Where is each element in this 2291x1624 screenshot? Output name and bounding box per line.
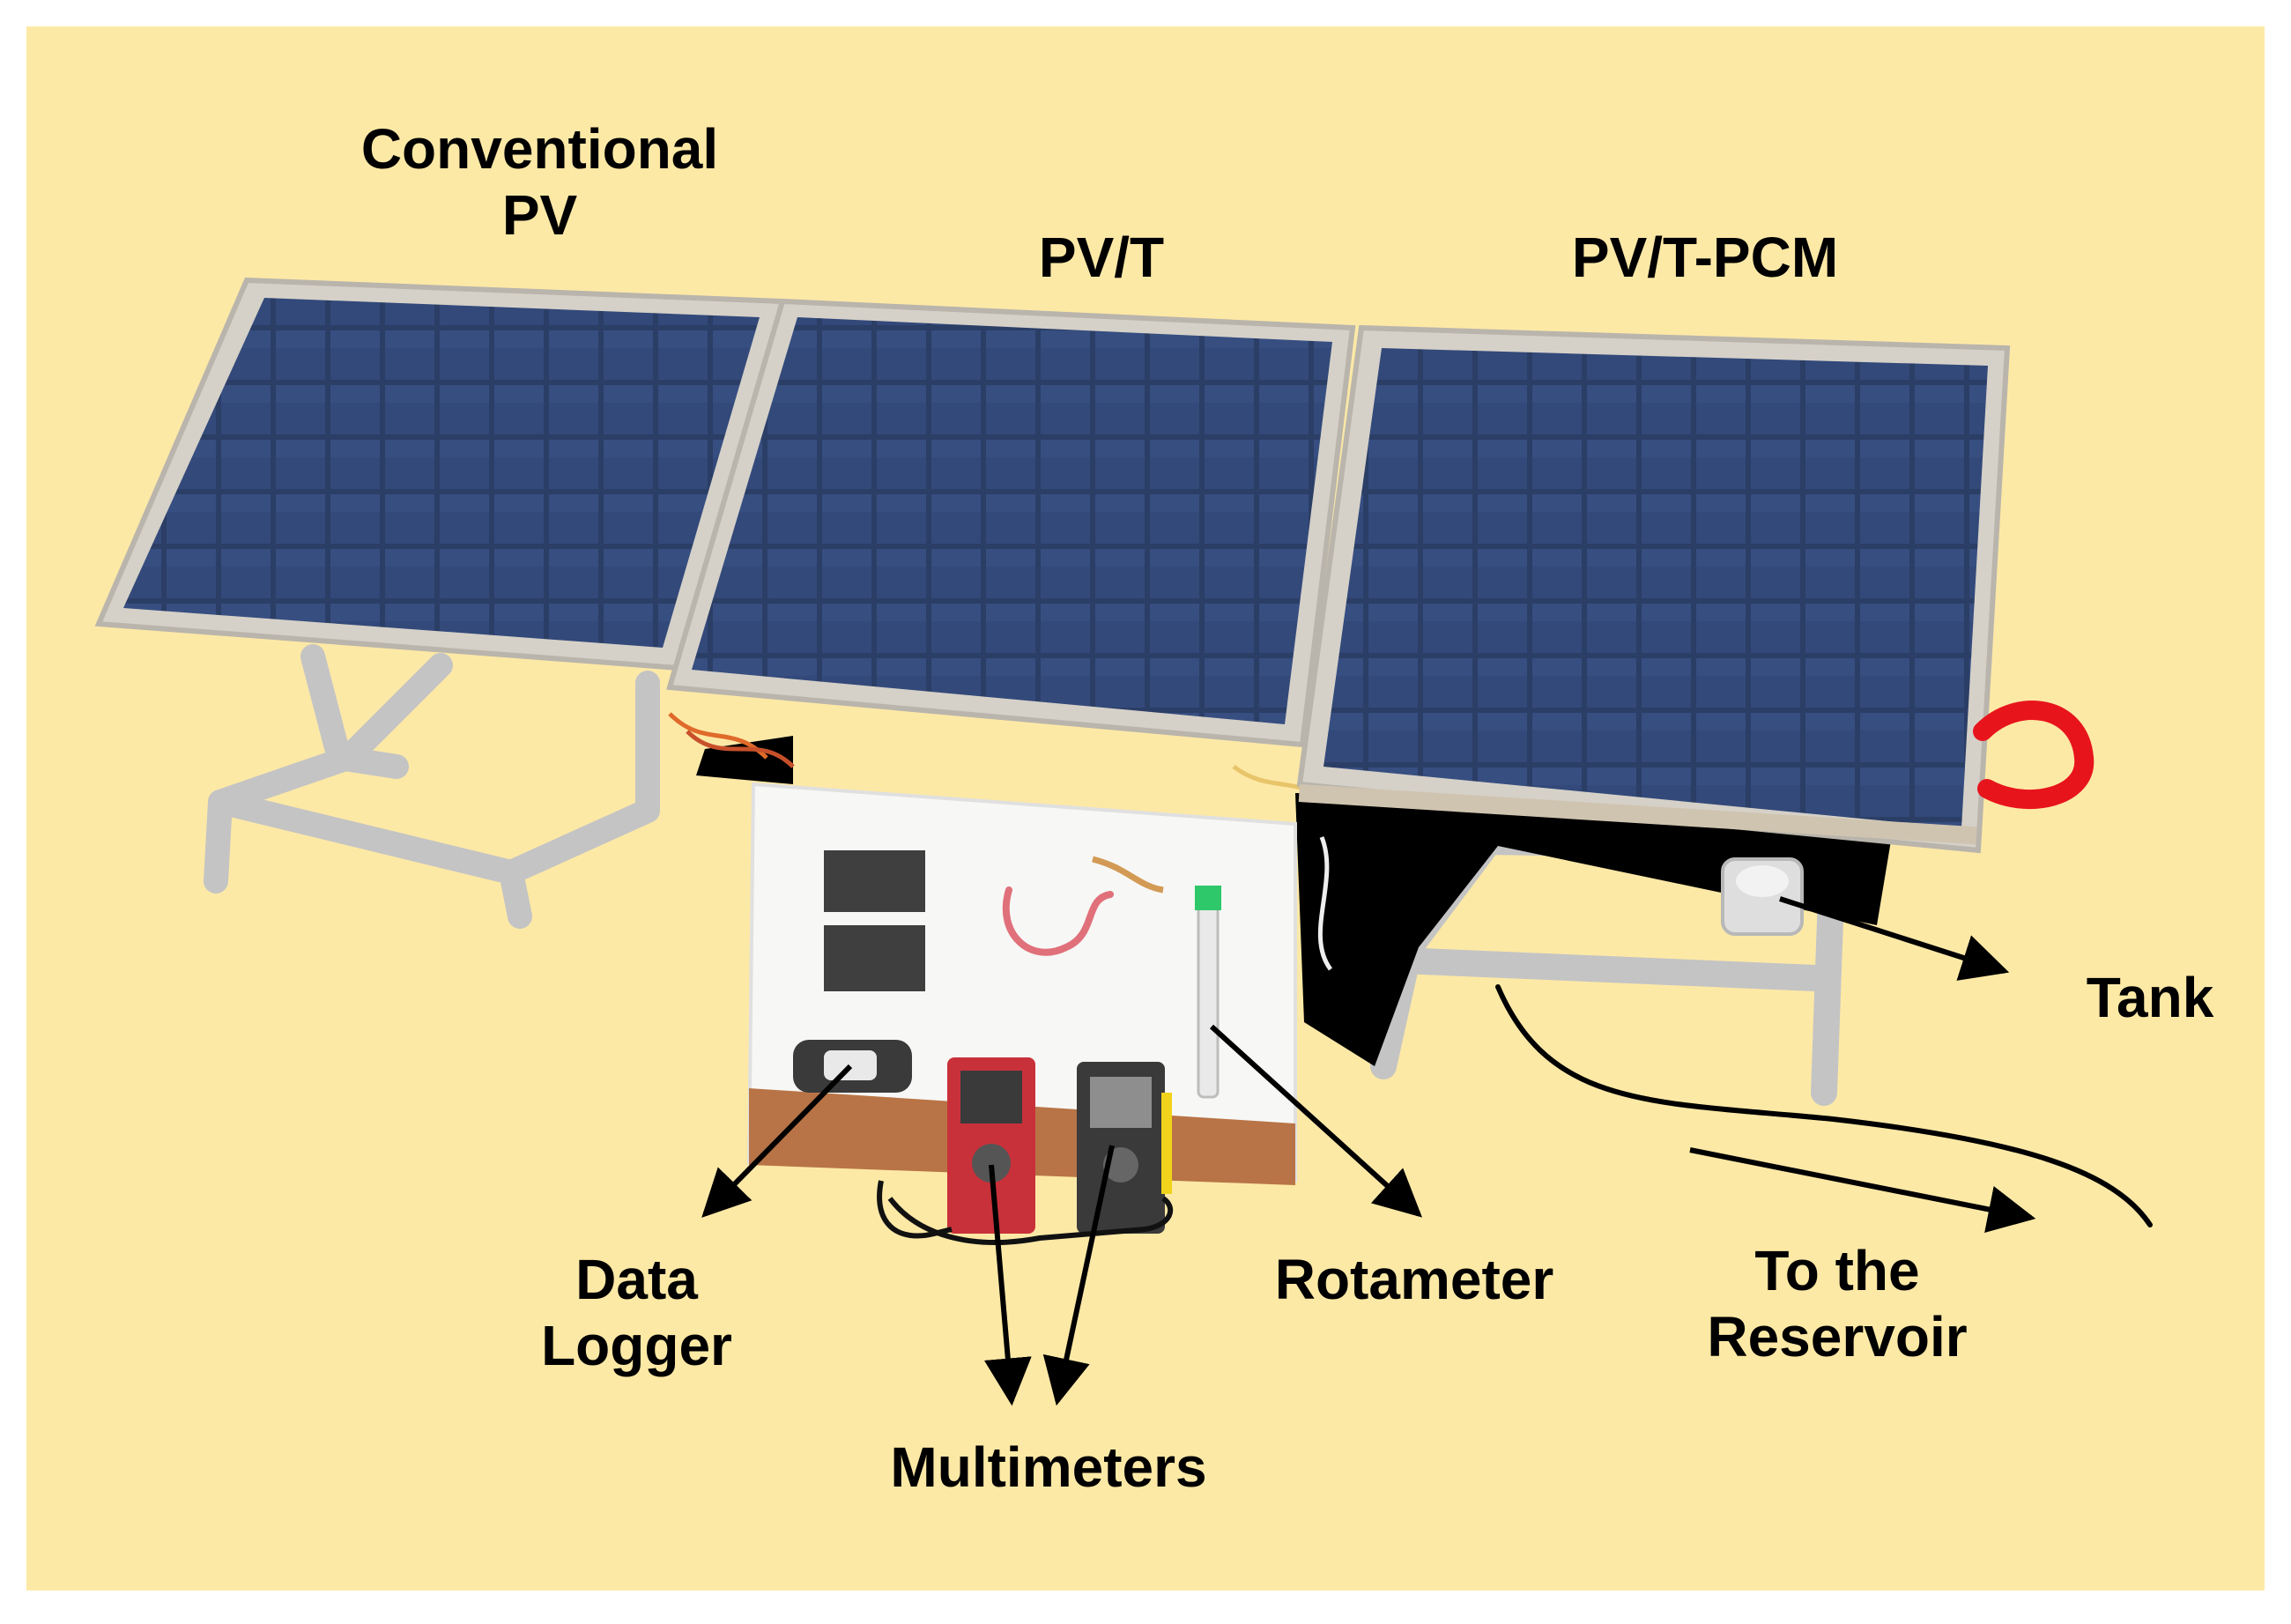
pointer-arrows xyxy=(701,896,2036,1406)
panel-pvt-pcm xyxy=(1296,324,2011,854)
label-pvt-pcm: PV/T-PCM xyxy=(1571,226,1839,289)
cabinet-wiring xyxy=(1002,886,1114,956)
label-reservoir: To the Reservoir xyxy=(1652,1238,2022,1370)
label-reservoir-line1: To the xyxy=(1754,1239,1920,1302)
label-data-logger-line1: Data xyxy=(575,1248,698,1311)
multimeter-red xyxy=(947,1057,1035,1234)
arrow-multimeter-2 xyxy=(1042,1145,1115,1406)
label-conventional-pv-line2: PV xyxy=(501,182,578,247)
label-data-logger: Data Logger xyxy=(493,1247,780,1379)
display-lower xyxy=(824,925,925,991)
display-upper xyxy=(824,850,925,912)
arrow-multimeter-1 xyxy=(983,1164,1032,1406)
left-panel-stand xyxy=(204,644,660,929)
label-multimeters: Multimeters xyxy=(890,1435,1207,1499)
label-conventional-pv-line1: Conventional xyxy=(360,117,719,181)
arrow-rotameter xyxy=(1209,1024,1423,1218)
label-data-logger-line2: Logger xyxy=(541,1313,732,1377)
label-reservoir-line2: Reservoir xyxy=(1707,1304,1968,1368)
multimeter-dark xyxy=(1077,1062,1172,1234)
rotameter-tube xyxy=(1197,897,1220,1099)
label-pvt: PV/T xyxy=(1038,226,1165,289)
rotameter-cap xyxy=(1195,886,1221,910)
meter-leads xyxy=(877,1180,1174,1245)
arrow-tank xyxy=(1779,896,2010,981)
label-conventional-pv: Conventional PV xyxy=(300,116,780,248)
wiring xyxy=(668,712,1333,971)
tank xyxy=(1721,857,1804,936)
panel-pvt xyxy=(666,298,1356,748)
label-rotameter: Rotameter xyxy=(1274,1248,1554,1311)
panel-bottom-rail xyxy=(1298,784,1977,845)
red-hose xyxy=(1973,701,2095,810)
reservoir-pipe xyxy=(1495,984,2153,1227)
arrow-data-logger xyxy=(701,1064,853,1218)
arrow-to-reservoir xyxy=(1689,1147,2036,1233)
panel-conventional-pv xyxy=(94,277,786,671)
label-tank: Tank xyxy=(2086,966,2214,1029)
